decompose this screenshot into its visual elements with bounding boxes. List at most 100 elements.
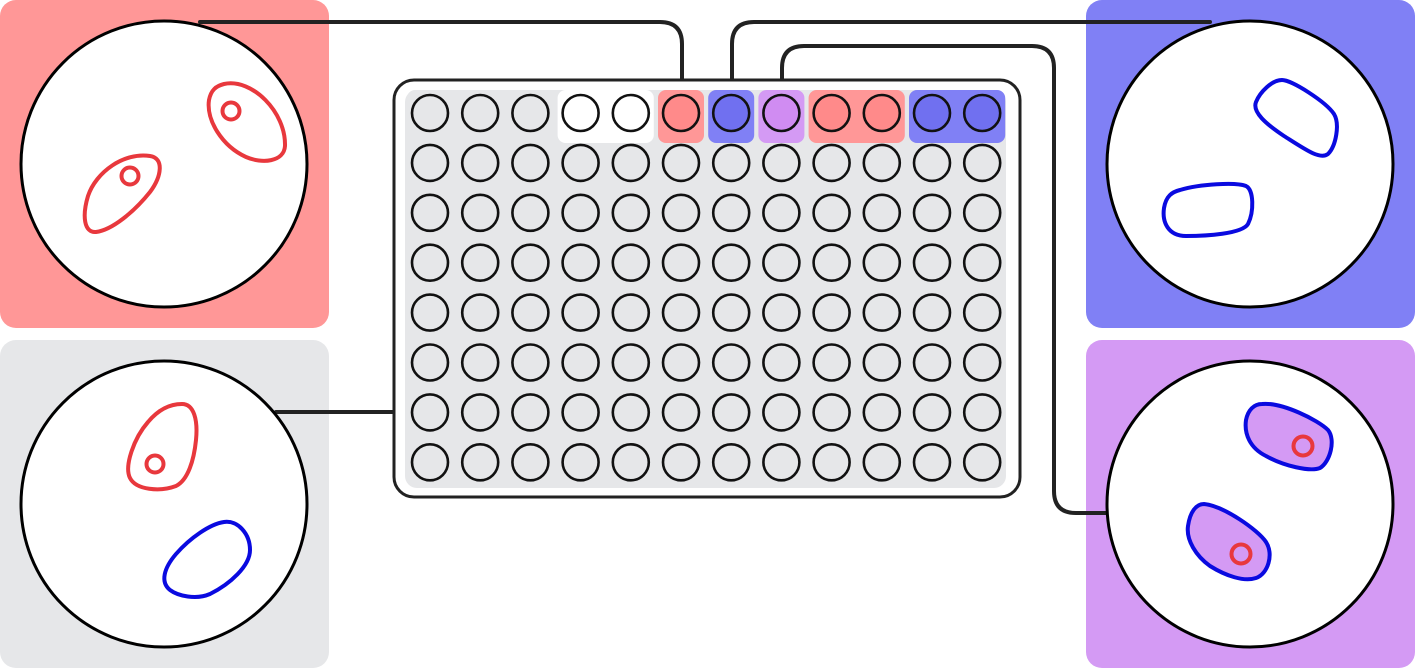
well-C9[interactable]	[812, 193, 851, 233]
well-F1[interactable]	[410, 343, 450, 382]
well-H9[interactable]	[812, 442, 851, 482]
well-H4[interactable]	[561, 442, 600, 482]
well-A3[interactable]	[511, 93, 550, 133]
well-F4[interactable]	[561, 343, 600, 382]
well-C7[interactable]	[711, 193, 751, 233]
well-B11[interactable]	[912, 143, 952, 183]
well-D12[interactable]	[962, 243, 1002, 283]
well-A2[interactable]	[460, 93, 500, 133]
well-H7[interactable]	[711, 442, 751, 482]
well-E10[interactable]	[862, 293, 902, 332]
well-B3[interactable]	[511, 143, 550, 183]
well-H2[interactable]	[460, 442, 500, 482]
well-F7[interactable]	[711, 343, 751, 382]
well-A1[interactable]	[410, 93, 450, 133]
well-B1[interactable]	[410, 143, 450, 183]
well-E6[interactable]	[661, 293, 701, 332]
well-E7[interactable]	[711, 293, 751, 332]
well-E5[interactable]	[611, 293, 651, 332]
well-E8[interactable]	[762, 293, 801, 332]
well-B5[interactable]	[611, 143, 651, 183]
well-F2[interactable]	[460, 343, 500, 382]
well-B12[interactable]	[962, 143, 1002, 183]
well-G3[interactable]	[511, 393, 550, 432]
red-dish[interactable]	[19, 19, 309, 309]
well-E12[interactable]	[962, 293, 1002, 332]
well-H6[interactable]	[661, 442, 701, 482]
well-A12[interactable]	[962, 93, 1002, 133]
well-H3[interactable]	[511, 442, 550, 482]
well-B2[interactable]	[460, 143, 500, 183]
well-E1[interactable]	[410, 293, 450, 332]
well-H10[interactable]	[862, 442, 902, 482]
well-G5[interactable]	[611, 393, 651, 432]
well-D7[interactable]	[711, 243, 751, 283]
well-G11[interactable]	[912, 393, 952, 432]
well-F9[interactable]	[812, 343, 851, 382]
well-D6[interactable]	[661, 243, 701, 283]
well-G6[interactable]	[661, 393, 701, 432]
purple-dish[interactable]	[1105, 359, 1395, 649]
well-D8[interactable]	[762, 243, 801, 283]
well-G10[interactable]	[862, 393, 902, 432]
well-F6[interactable]	[661, 343, 701, 382]
well-C4[interactable]	[561, 193, 600, 233]
well-D2[interactable]	[460, 243, 500, 283]
well-E11[interactable]	[912, 293, 952, 332]
well-B10[interactable]	[862, 143, 902, 183]
well-D11[interactable]	[912, 243, 952, 283]
well-H8[interactable]	[762, 442, 801, 482]
well-E4[interactable]	[561, 293, 600, 332]
well-G2[interactable]	[460, 393, 500, 432]
well-F11[interactable]	[912, 343, 952, 382]
well-A5[interactable]	[611, 93, 651, 133]
well-E2[interactable]	[460, 293, 500, 332]
well-A4[interactable]	[561, 93, 600, 133]
well-F12[interactable]	[962, 343, 1002, 382]
well-H1[interactable]	[410, 442, 450, 482]
well-B9[interactable]	[812, 143, 851, 183]
well-F10[interactable]	[862, 343, 902, 382]
well-C3[interactable]	[511, 193, 550, 233]
well-A9[interactable]	[812, 93, 851, 133]
well-D1[interactable]	[410, 243, 450, 283]
well-G1[interactable]	[410, 393, 450, 432]
well-G12[interactable]	[962, 393, 1002, 432]
well-B7[interactable]	[711, 143, 751, 183]
well-B4[interactable]	[561, 143, 600, 183]
well-A11[interactable]	[912, 93, 952, 133]
well-H12[interactable]	[962, 442, 1002, 482]
well-C6[interactable]	[661, 193, 701, 233]
well-G8[interactable]	[762, 393, 801, 432]
well-A7[interactable]	[711, 93, 751, 133]
well-F8[interactable]	[762, 343, 801, 382]
well-C11[interactable]	[912, 193, 952, 233]
well-G7[interactable]	[711, 393, 751, 432]
well-D10[interactable]	[862, 243, 902, 283]
well-D5[interactable]	[611, 243, 651, 283]
well-A10[interactable]	[862, 93, 902, 133]
well-E9[interactable]	[812, 293, 851, 332]
well-C5[interactable]	[611, 193, 651, 233]
well-D9[interactable]	[812, 243, 851, 283]
well-E3[interactable]	[511, 293, 550, 332]
gray-dish[interactable]	[19, 359, 309, 649]
well-G9[interactable]	[812, 393, 851, 432]
well-F5[interactable]	[611, 343, 651, 382]
well-D4[interactable]	[561, 243, 600, 283]
well-C1[interactable]	[410, 193, 450, 233]
well-F3[interactable]	[511, 343, 550, 382]
well-D3[interactable]	[511, 243, 550, 283]
well-C8[interactable]	[762, 193, 801, 233]
well-H11[interactable]	[912, 442, 952, 482]
well-C2[interactable]	[460, 193, 500, 233]
well-B6[interactable]	[661, 143, 701, 183]
well-H5[interactable]	[611, 442, 651, 482]
well-A6[interactable]	[661, 93, 701, 133]
well-C10[interactable]	[862, 193, 902, 233]
well-A8[interactable]	[762, 93, 801, 133]
well-B8[interactable]	[762, 143, 801, 183]
blue-dish[interactable]	[1105, 19, 1395, 309]
well-G4[interactable]	[561, 393, 600, 432]
well-C12[interactable]	[962, 193, 1002, 233]
